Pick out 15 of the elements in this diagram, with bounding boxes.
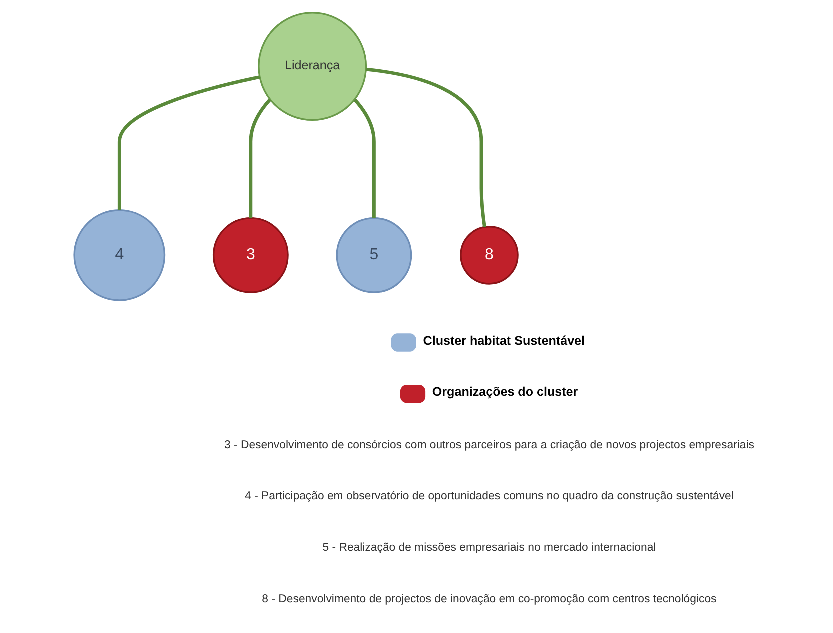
connector [366,68,486,228]
label: 5 - Realização de missões empresariais no mercado internacional [322,542,656,554]
legend-label: Organizações do cluster [432,385,578,400]
label: 3 - Desenvolvimento de consórcios com outros parceiros para a criação de novos projectos empresariais [224,439,754,452]
connector [248,98,271,218]
node-circle: 3 [212,217,288,294]
legend-label: Cluster habitat Sustentável [422,334,585,348]
connector [353,98,376,218]
node-circle: 8 [460,226,518,285]
connector [117,76,260,210]
label: 8 - Desenvolvimento de projectos de inovação em co-promoção com centros tecnológicos [262,593,716,606]
node-circle: 4 [73,210,166,302]
node-circle: 5 [336,217,412,294]
label: 4 - Participação em observatório de oportunidades comuns no quadro da construção sustentável [244,490,734,503]
node-circle: Liderança [258,12,367,122]
